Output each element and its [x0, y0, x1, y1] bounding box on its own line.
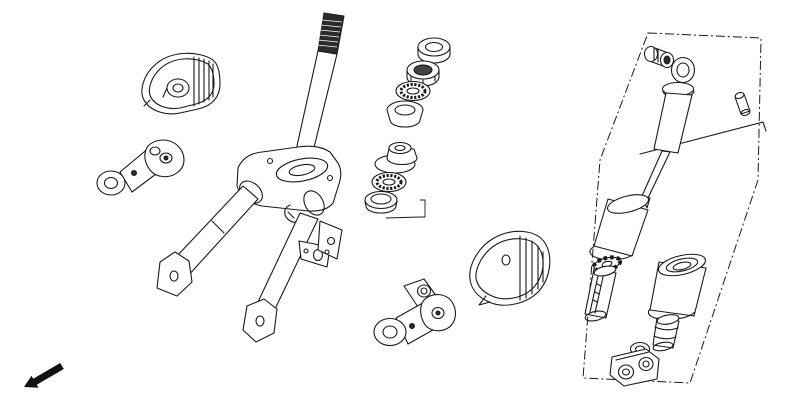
assembly-boundary-box	[582, 32, 762, 384]
part-steering-bearing-stack	[364, 37, 451, 219]
part-shock-absorber-assembly	[582, 32, 767, 387]
watermark-triangle	[776, 40, 800, 160]
part-cover-4	[141, 52, 221, 115]
part-link-arm-lower	[373, 278, 457, 347]
part-front-fork	[156, 12, 345, 343]
diagram-lineart	[96, 12, 767, 387]
part-link-arm-upper	[96, 139, 185, 196]
front-direction-marker	[24, 363, 64, 388]
part-cover-5	[469, 230, 551, 306]
